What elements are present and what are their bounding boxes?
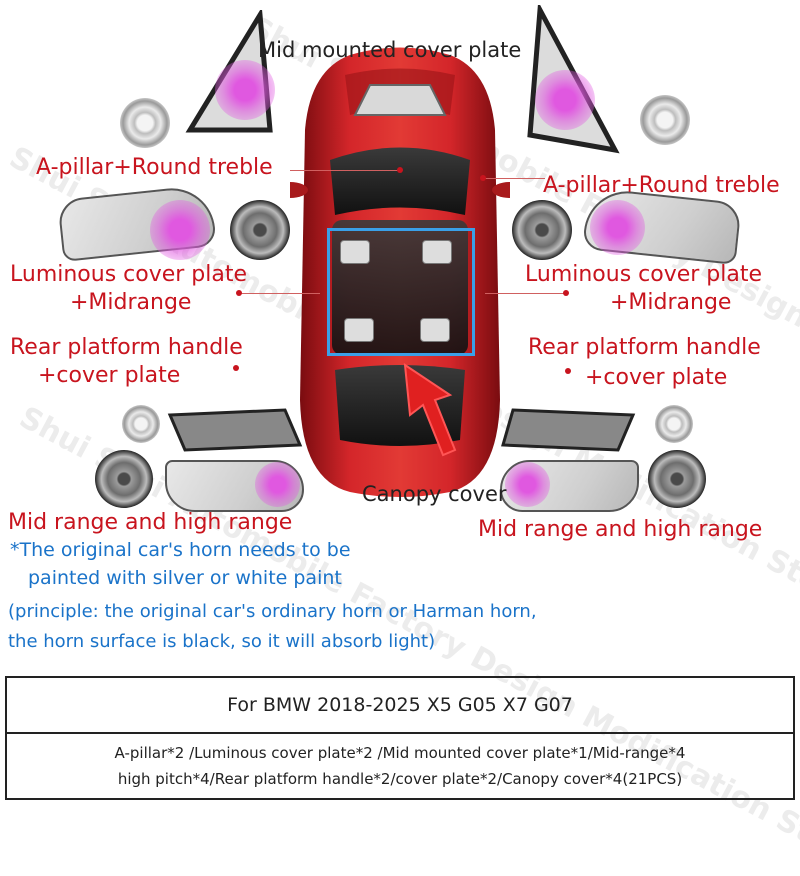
note-line-3: (principle: the original car's ordinary … [8, 601, 537, 622]
woofer-icon [648, 450, 706, 508]
leader-line [240, 293, 320, 294]
spec-items: A-pillar*2 /Luminous cover plate*2 /Mid … [5, 732, 795, 800]
woofer-icon [95, 450, 153, 508]
label-mid-mounted: Mid mounted cover plate [258, 38, 522, 62]
leader-line [290, 170, 400, 171]
canopy-cover [420, 318, 450, 342]
label-cover-left: +cover plate [38, 363, 181, 388]
leader-line [485, 178, 545, 179]
label-a-pillar-right: A-pillar+Round treble [543, 173, 780, 198]
arrow-icon [403, 362, 457, 457]
label-mid-high-left: Mid range and high range [8, 510, 293, 535]
spec-items-line-2: high pitch*4/Rear platform handle*2/cove… [117, 770, 683, 788]
rear-platform-handle-left [167, 408, 303, 452]
label-rear-left: Rear platform handle [10, 335, 243, 360]
leader-line [485, 293, 565, 294]
spec-items-line-1: A-pillar*2 /Luminous cover plate*2 /Mid … [114, 744, 686, 762]
spec-title: For BMW 2018-2025 X5 G05 X7 G07 [5, 676, 795, 734]
leader-dot [563, 290, 569, 296]
tweeter-icon [122, 405, 160, 443]
tweeter-icon [120, 98, 170, 148]
leader-dot [480, 175, 486, 181]
spec-table: For BMW 2018-2025 X5 G05 X7 G07 A-pillar… [5, 676, 795, 800]
glow [150, 200, 210, 260]
tweeter-icon [640, 95, 690, 145]
mid-mounted-cover-plate [353, 84, 447, 116]
note-line-4: the horn surface is black, so it will ab… [8, 631, 436, 652]
tweeter-icon [655, 405, 693, 443]
leader-dot [236, 290, 242, 296]
woofer-icon [230, 200, 290, 260]
rear-platform-handle-right [501, 408, 636, 452]
glow [505, 462, 550, 507]
glow [535, 70, 595, 130]
leader-dot [233, 365, 239, 371]
glow [255, 462, 300, 507]
canopy-cover [344, 318, 374, 342]
woofer-icon [512, 200, 572, 260]
glow [215, 60, 275, 120]
leader-dot [565, 368, 571, 374]
label-rear-right: Rear platform handle [528, 335, 761, 360]
note-line-2: painted with silver or white paint [28, 567, 342, 589]
leader-dot [397, 167, 403, 173]
label-luminous-left: Luminous cover plate [10, 262, 248, 287]
note-line-1: *The original car's horn needs to be [10, 539, 351, 561]
canopy-cover [340, 240, 370, 264]
label-midrange-left: +Midrange [70, 290, 192, 315]
label-mid-high-right: Mid range and high range [478, 517, 763, 542]
glow [590, 200, 645, 255]
label-a-pillar-left: A-pillar+Round treble [36, 155, 273, 180]
label-cover-right: +cover plate [585, 365, 728, 390]
label-canopy: Canopy cover [362, 482, 507, 506]
label-midrange-right: +Midrange [610, 290, 732, 315]
canopy-highlight-box [327, 228, 475, 356]
label-luminous-right: Luminous cover plate [525, 262, 763, 287]
canopy-cover [422, 240, 452, 264]
